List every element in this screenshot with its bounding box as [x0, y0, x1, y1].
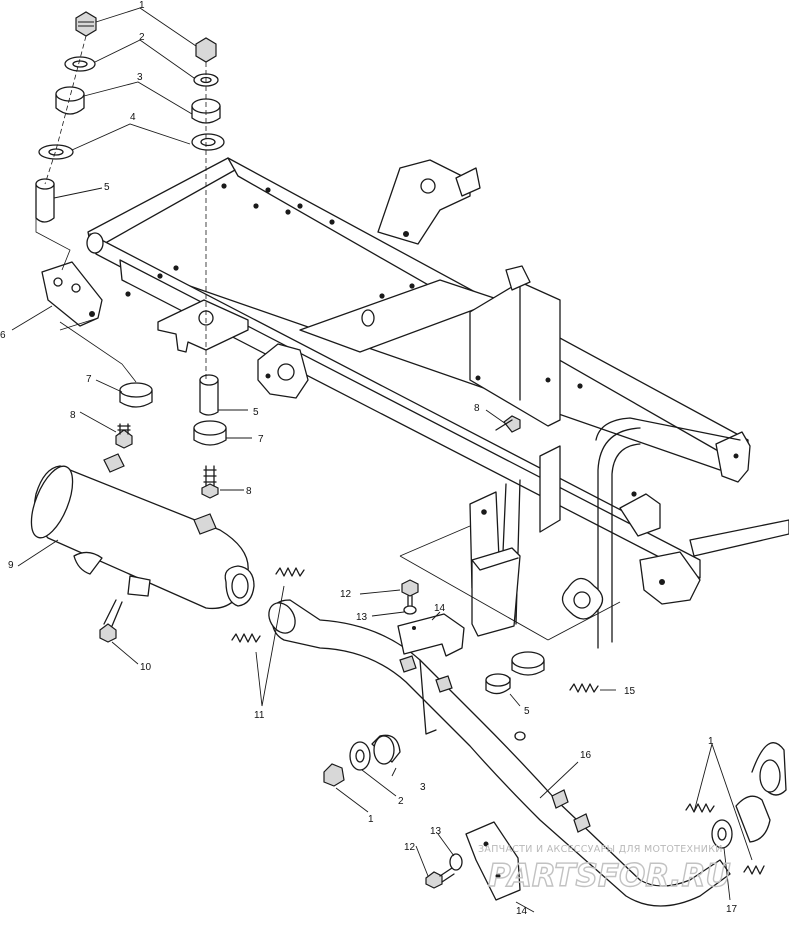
- callout-13-upper: 13: [356, 612, 368, 623]
- callout-12-lower: 12: [404, 842, 416, 853]
- nut-1-left: [75, 11, 97, 37]
- clamp-bracket-14-lower: [465, 821, 521, 901]
- callout-1-right: 1: [708, 736, 714, 747]
- frame-rear-hoop: [595, 417, 741, 441]
- callout-8-left: 8: [70, 410, 76, 421]
- leader-lines: [11, 7, 753, 913]
- exhaust-pipe-16: [268, 599, 731, 907]
- watermark-tagline: ЗАПЧАСТИ И АКСЕССУАРЫ ДЛЯ МОТОТЕХНИКИ: [478, 844, 723, 855]
- callout-14-upper: 14: [434, 603, 446, 614]
- bushing-5-center: [199, 379, 219, 416]
- springs-lower-right: [685, 803, 765, 875]
- frame-upper-gusset: [377, 159, 471, 245]
- spring-11-lower: [231, 633, 261, 643]
- washer-13-upper: [403, 605, 417, 615]
- callout-10: 10: [140, 662, 152, 673]
- callout-17: 17: [726, 904, 738, 915]
- callout-2-top: 2: [139, 32, 145, 43]
- grommet-pipe: [511, 651, 545, 676]
- callout-7-center: 7: [258, 434, 264, 445]
- bolt-8-left: [115, 429, 133, 449]
- nut-1-lower: [323, 763, 345, 787]
- callout-15: 15: [624, 686, 636, 697]
- springs-11: [231, 567, 305, 643]
- callout-2-lower: 2: [398, 796, 404, 807]
- bushing-5-left: [35, 183, 55, 223]
- clamp-bracket-14-upper: [397, 613, 465, 693]
- callout-14-lower: 14: [516, 906, 528, 917]
- frame-slotted-bracket: [157, 299, 249, 353]
- callout-13-lower: 13: [430, 826, 442, 837]
- muffler-9: [30, 453, 255, 610]
- bolt-8-frame: [503, 415, 521, 433]
- callout-5-center: 5: [253, 407, 259, 418]
- callout-9: 9: [8, 560, 14, 571]
- frame-center-bracket: [469, 281, 561, 427]
- frame-right-end-bracket: [715, 431, 751, 483]
- nut-1-right: [195, 37, 217, 63]
- callout-11: 11: [254, 710, 265, 721]
- mount-hardware-stack-right: [191, 37, 521, 499]
- frame-assembly: [86, 157, 789, 649]
- washer-13-lower: [449, 853, 463, 871]
- bolt-10: [99, 599, 123, 643]
- callout-8-frame: 8: [474, 403, 480, 414]
- callout-7-left: 7: [86, 374, 92, 385]
- callout-5-pipe: 5: [524, 706, 530, 717]
- callout-1-lower: 1: [368, 814, 374, 825]
- watermark-logo: PARTSFOR.RU: [488, 858, 731, 894]
- callout-3-lower: 3: [420, 782, 426, 793]
- heat-shield: [471, 547, 521, 637]
- spring-15: [569, 683, 599, 693]
- callout-8-center: 8: [246, 486, 252, 497]
- callout-labels: 1 2 3 4 5 6 7 8 5 7 8 8 9 10 11 12 13 14…: [0, 0, 738, 917]
- callout-3-top: 3: [137, 72, 143, 83]
- frame-holes: [125, 183, 665, 579]
- bolt-12-upper: [401, 579, 419, 607]
- callout-4-top: 4: [130, 112, 136, 123]
- bolt-8-center: [201, 483, 219, 499]
- callout-16: 16: [580, 750, 592, 761]
- assembly-centerlines: [35, 35, 207, 383]
- mount-hardware-stack-left: [35, 11, 153, 449]
- watermark: ЗАПЧАСТИ И АКСЕССУАРЫ ДЛЯ МОТОТЕХНИКИ PA…: [478, 844, 731, 895]
- callout-5-top: 5: [104, 182, 110, 193]
- bolt-12-lower: [425, 867, 455, 889]
- callout-12-upper: 12: [340, 589, 352, 600]
- spring-11-upper: [275, 567, 305, 577]
- callout-6: 6: [0, 330, 6, 341]
- bushing-5-pipe: [485, 673, 511, 695]
- lower-hardware-stack: [323, 734, 401, 787]
- spark-arrestor-17: [711, 742, 787, 849]
- callout-1-top: 1: [139, 0, 145, 11]
